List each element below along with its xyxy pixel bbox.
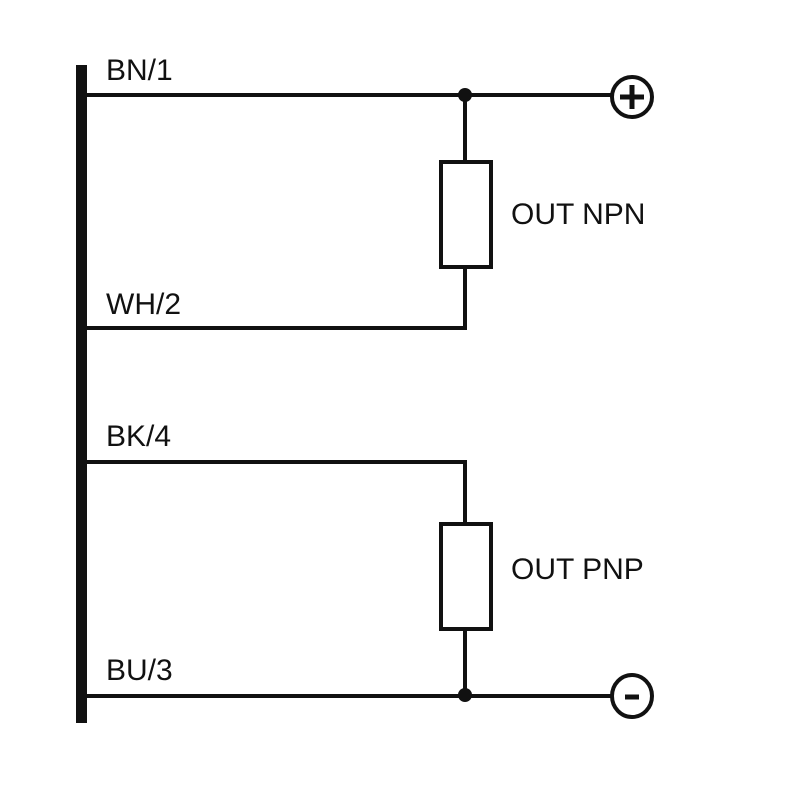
plus-terminal-icon [610, 75, 654, 119]
load-label-pnp: OUT PNP [511, 553, 644, 586]
wire-wh: WH/2 [84, 288, 467, 330]
connector-bus-bar [76, 65, 87, 723]
wire-label-bn: BN/1 [106, 54, 173, 87]
wire-bk: BK/4 [84, 420, 467, 464]
resistor-npn [439, 160, 493, 269]
minus-terminal-icon [610, 673, 654, 719]
wire-bn: BN/1 [84, 54, 613, 102]
load-npn: OUT NPN [439, 93, 645, 330]
wire-label-bk: BK/4 [106, 420, 171, 453]
resistor-pnp [439, 522, 493, 631]
load-label-npn: OUT NPN [511, 198, 645, 231]
wire-bu: BU/3 [84, 654, 614, 702]
load-pnp: OUT PNP [439, 460, 644, 697]
wire-label-bu: BU/3 [106, 654, 173, 687]
wire-label-wh: WH/2 [106, 288, 181, 321]
junction-dot-bottom [458, 688, 472, 702]
